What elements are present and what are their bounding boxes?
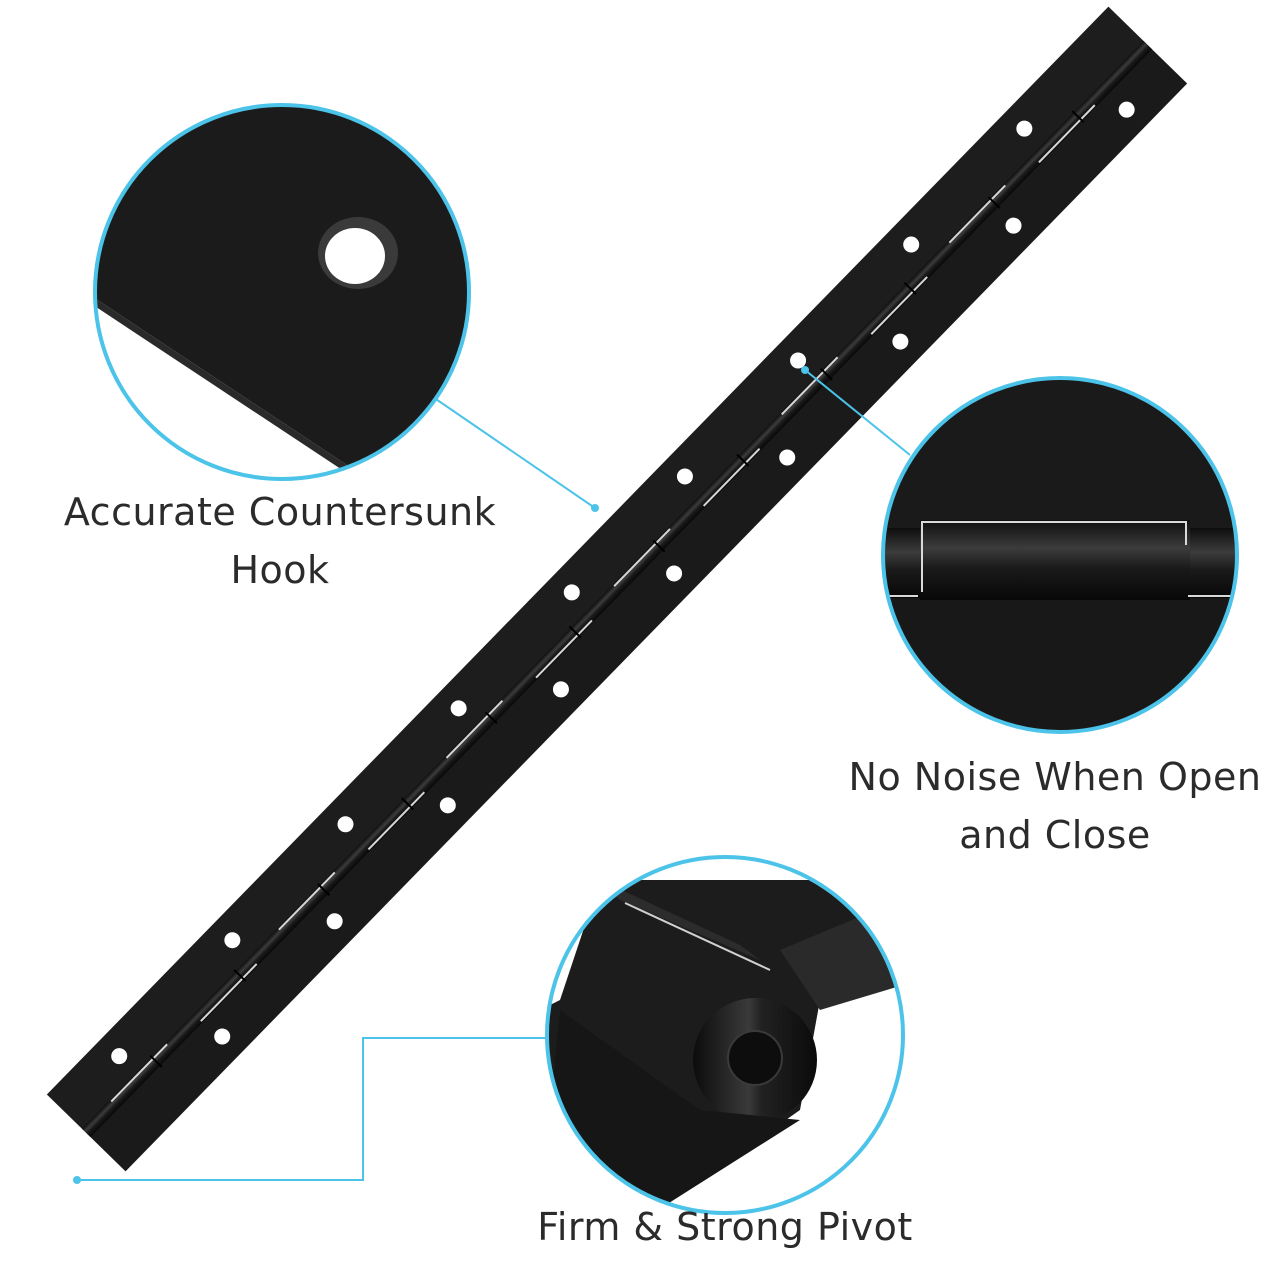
caption-line: Accurate Countersunk <box>63 490 497 534</box>
caption-line: and Close <box>959 813 1151 857</box>
zoom-circle-pivot <box>545 855 905 1215</box>
barrel-knuckle <box>920 520 1190 600</box>
leader-line-noise <box>804 369 911 456</box>
leader-dot-pivot <box>73 1176 81 1184</box>
screw-holes <box>111 101 1135 1065</box>
callout-leaders <box>77 369 911 1181</box>
leader-dot-hook <box>591 504 599 512</box>
zoom-circle-countersunk-hole <box>93 103 471 481</box>
caption-strong-pivot: Firm & Strong Pivot <box>470 1198 980 1256</box>
hinge-leaf-bottom <box>86 45 1188 1172</box>
zoom-circle-hinge-barrel <box>881 376 1239 734</box>
caption-no-noise: No Noise When Open and Close <box>820 748 1280 864</box>
piano-hinge <box>46 6 1188 1172</box>
pivot-pin <box>727 1030 783 1086</box>
hinge-leaf-top <box>46 6 1148 1133</box>
caption-line: Firm & Strong Pivot <box>537 1205 913 1249</box>
hinge-knuckles <box>110 104 1096 1103</box>
caption-line: Hook <box>230 548 330 592</box>
leader-dot-noise <box>801 366 809 374</box>
caption-line: No Noise When Open <box>848 755 1262 799</box>
leader-line-pivot <box>77 1037 548 1181</box>
caption-countersunk-hook: Accurate Countersunk Hook <box>30 483 530 599</box>
leader-line-hook <box>429 394 596 509</box>
